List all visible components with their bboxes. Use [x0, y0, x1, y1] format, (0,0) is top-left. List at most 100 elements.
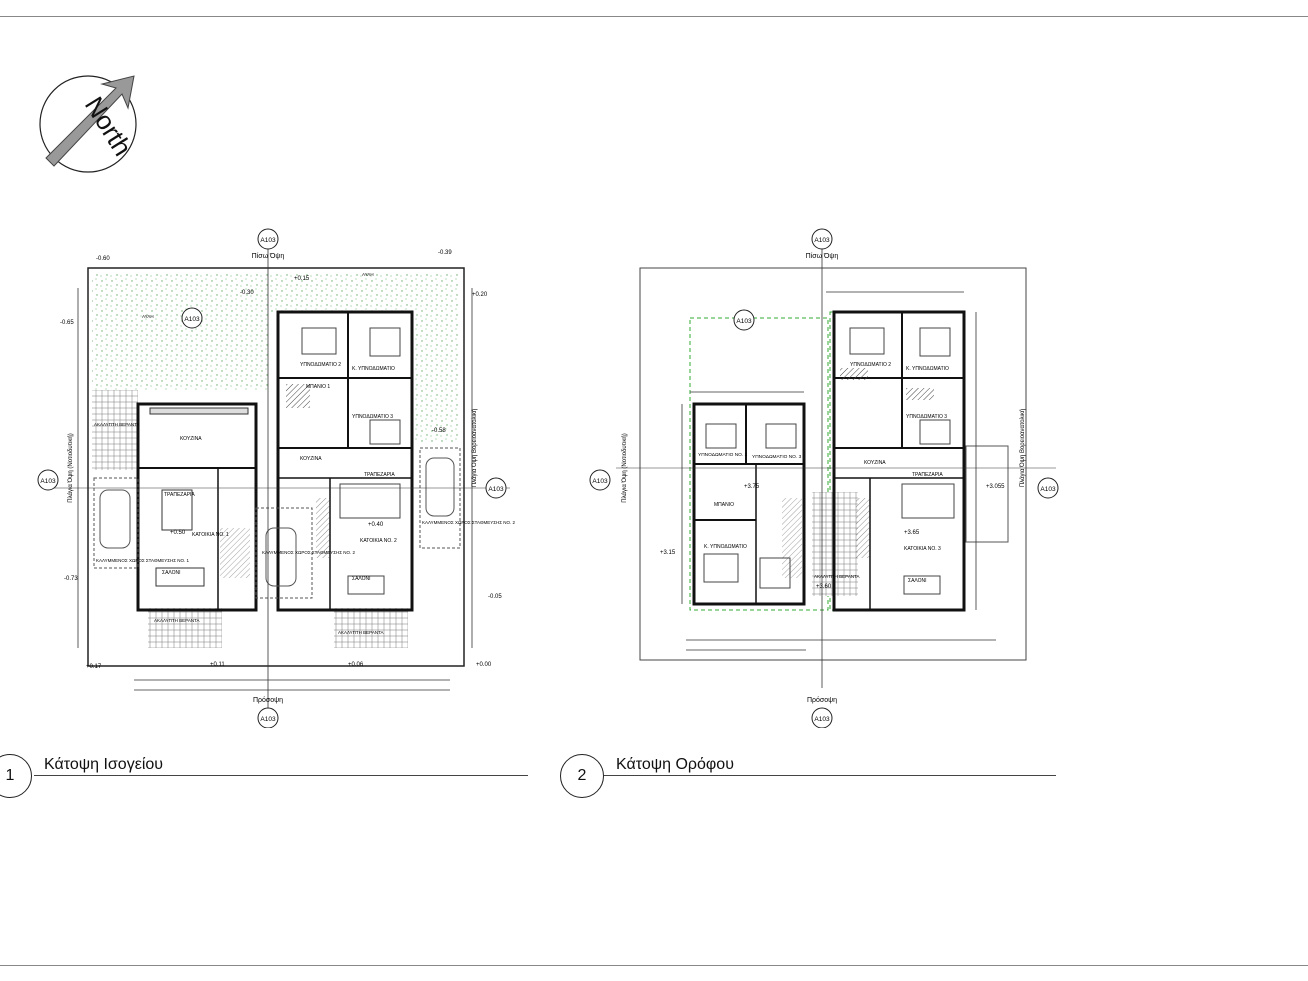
- room-label: ΤΡΑΠΕΖΑΡΙΑ: [912, 472, 943, 478]
- level-marker: +3.75: [744, 484, 760, 490]
- room-label: ΚΑΛΥΜΜΕΝΟΣ ΧΩΡΟΣ ΣΤΑΘΜΕΥΣΗΣ ΝΟ. 2: [262, 550, 356, 555]
- room-label: ΑΚΑΛΥΠΤΗ ΒΕΡΑΝΤΑ: [154, 618, 200, 623]
- room-label: ΣΑΛΟΝΙ: [908, 578, 927, 584]
- room-label: ΥΠΝΟΔΩΜΑΤΙΟ 2: [850, 362, 891, 368]
- room-label: ΑΥΛΗ: [142, 314, 154, 319]
- rear-elevation-label: Πίσω Όψη: [806, 252, 839, 260]
- section-marker: A103: [1037, 477, 1059, 499]
- ground-floor-plan: A103 A103 A103 A103 A103 Πίσω Όψη Πρόσοψ…: [37, 228, 516, 728]
- room-label: ΣΑΛΟΝΙ: [162, 570, 181, 576]
- room-label: ΤΡΑΠΕΖΑΡΙΑ: [364, 472, 395, 478]
- view-title-underline: [604, 775, 1056, 776]
- room-label: ΥΠΝΟΔΩΜΑΤΙΟ ΝΟ. 2: [698, 452, 748, 458]
- level-marker: +0.17: [86, 664, 102, 670]
- room-label: ΥΠΝΟΔΩΜΑΤΙΟ 3: [352, 414, 393, 420]
- section-marker: A103: [37, 469, 59, 491]
- site-boundary: [87, 267, 465, 667]
- veranda: [334, 608, 408, 648]
- level-marker: +0.06: [348, 662, 364, 668]
- level-marker: -0.73: [64, 576, 78, 582]
- room-label: ΑΚΑΛΥΠΤΗ ΒΕΡΑΝΤΑ: [94, 422, 140, 427]
- garden-area: [270, 272, 460, 312]
- svg-text:A103: A103: [592, 478, 608, 485]
- room-label: ΚΟΥΖΙΝΑ: [180, 436, 202, 442]
- room-label: ΥΠΝΟΔΩΜΑΤΙΟ 3: [906, 414, 947, 420]
- level-marker: +3.65: [904, 530, 920, 536]
- level-marker: -0.30: [240, 290, 254, 296]
- svg-text:A103: A103: [1040, 486, 1056, 493]
- room-label: ΚΑΤΟΙΚΙΑ ΝΟ. 3: [904, 546, 941, 552]
- level-marker: +0.15: [294, 276, 310, 282]
- section-marker: A103: [811, 707, 833, 728]
- room-label: ΑΚΑΛΥΠΤΗ ΒΕΡΑΝΤΑ: [338, 630, 384, 635]
- svg-text:A103: A103: [40, 478, 56, 485]
- level-marker: -0.58: [432, 428, 446, 434]
- room-label: ΑΥΛΗ: [362, 272, 374, 277]
- view-title-1: Κάτοψη Ισογείου: [44, 756, 164, 773]
- house-1-outline: [692, 402, 806, 606]
- section-marker: A103: [257, 228, 279, 250]
- level-marker: +3.15: [660, 550, 676, 556]
- first-floor-plan: A103 A103 A103 A103 A103 Πίσω Όψη Πρόσοψ…: [589, 228, 1059, 728]
- view-title-underline: [34, 775, 528, 776]
- svg-text:A103: A103: [260, 237, 276, 244]
- svg-text:A103: A103: [488, 486, 504, 493]
- site-boundary: [639, 267, 1027, 661]
- level-marker: -0.05: [488, 594, 502, 600]
- room-label: ΚΑΛΥΜΜΕΝΟΣ ΧΩΡΟΣ ΣΤΑΘΜΕΥΣΗΣ ΝΟ. 1: [96, 558, 190, 563]
- level-marker: +0.00: [476, 662, 492, 668]
- room-label: ΤΡΑΠΕΖΑΡΙΑ: [164, 492, 195, 498]
- room-label: ΜΠΑΝΙΟ 1: [306, 384, 330, 390]
- right-elevation-label: Πλάγια Όψη Βορειοανατολική: [1019, 409, 1026, 487]
- house-2-outline: [832, 310, 966, 612]
- level-marker: +0.40: [368, 522, 384, 528]
- rear-elevation-label: Πίσω Όψη: [252, 252, 285, 260]
- room-label: ΥΠΝΟΔΩΜΑΤΙΟ ΝΟ. 3: [752, 454, 802, 460]
- view-number-1: 1: [0, 754, 32, 798]
- level-marker: -0.39: [438, 250, 452, 256]
- level-marker: +3.60: [816, 584, 832, 590]
- garden-area: [412, 312, 460, 442]
- room-label: Κ. ΥΠΝΟΔΩΜΑΤΙΟ: [352, 366, 395, 372]
- left-elevation-label: Πλάγια Όψη (Νοτιοδυτική): [621, 433, 628, 502]
- garden-area: [92, 272, 270, 390]
- sheet-border-bottom: [0, 965, 1308, 966]
- house-2-outline: [276, 310, 414, 612]
- svg-text:A103: A103: [736, 318, 752, 325]
- level-marker: +3.055: [986, 484, 1005, 490]
- level-marker: +0.50: [170, 530, 186, 536]
- right-elevation-label: Πλάγια Όψη Βορειοανατολική: [471, 409, 478, 487]
- room-label: Κ. ΥΠΝΟΔΩΜΑΤΙΟ: [704, 544, 747, 550]
- level-marker: +0.11: [210, 662, 225, 668]
- room-label: ΚΟΥΖΙΝΑ: [300, 456, 322, 462]
- level-marker: -0.65: [60, 320, 74, 326]
- room-label: ΣΑΛΟΝΙ: [352, 576, 371, 582]
- room-label: Κ. ΥΠΝΟΔΩΜΑΤΙΟ: [906, 366, 949, 372]
- room-label: ΜΠΑΝΙΟ: [714, 502, 734, 508]
- section-marker: A103: [811, 228, 833, 250]
- front-elevation-label: Πρόσοψη: [253, 696, 283, 704]
- svg-text:A103: A103: [184, 316, 200, 323]
- room-label: ΥΠΝΟΔΩΜΑΤΙΟ 2: [300, 362, 341, 368]
- front-elevation-label: Πρόσοψη: [807, 696, 837, 704]
- svg-text:A103: A103: [260, 716, 276, 723]
- section-marker: A103: [257, 707, 279, 728]
- room-label: ΚΟΥΖΙΝΑ: [864, 460, 886, 466]
- level-marker: -0.60: [96, 256, 110, 262]
- veranda: [92, 390, 138, 470]
- sheet-border-top: [0, 16, 1308, 17]
- room-label: ΑΚΑΛΥΠΤΗ ΒΕΡΑΝΤΑ: [814, 574, 860, 579]
- north-arrow-icon: North: [39, 75, 138, 173]
- room-label: ΚΑΤΟΙΚΙΑ ΝΟ. 2: [360, 538, 397, 544]
- left-elevation-label: Πλάγια Όψη (Νοτιοδυτική): [67, 433, 74, 502]
- svg-text:A103: A103: [814, 237, 830, 244]
- veranda: [148, 608, 222, 648]
- svg-text:A103: A103: [814, 716, 830, 723]
- section-marker: A103: [589, 469, 611, 491]
- view-title-2: Κάτοψη Ορόφου: [616, 756, 734, 773]
- section-marker: A103: [733, 309, 755, 331]
- room-label: ΚΑΤΟΙΚΙΑ ΝΟ. 1: [192, 532, 229, 538]
- section-marker: A103: [485, 477, 507, 499]
- view-number-2: 2: [560, 754, 604, 798]
- level-marker: +0.20: [472, 292, 488, 298]
